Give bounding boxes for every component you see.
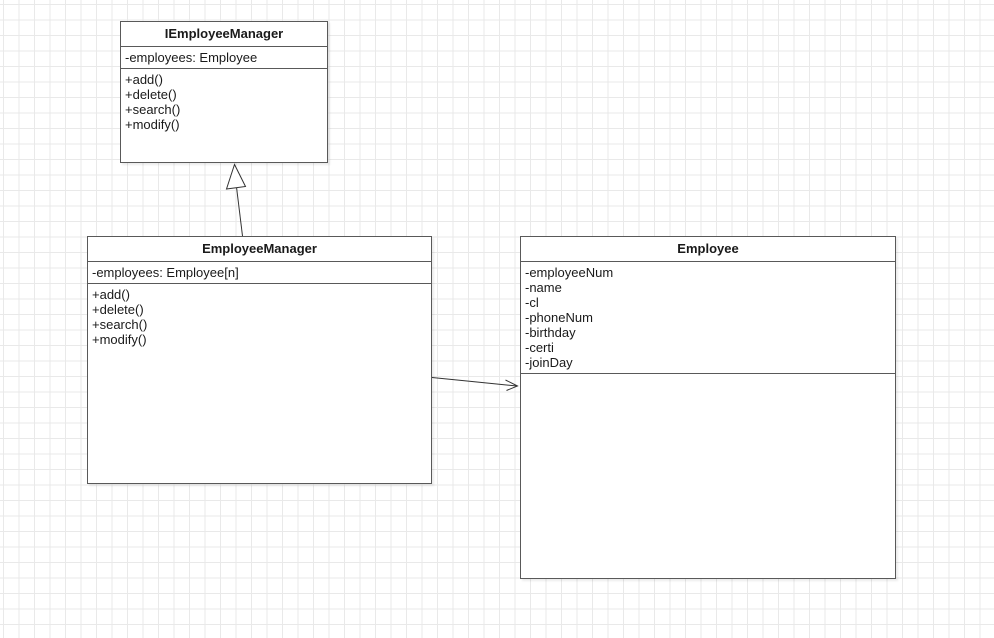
class-name: IEmployeeManager <box>121 22 327 47</box>
attribute-row: -employees: Employee[n] <box>92 265 239 280</box>
hollow-triangle-arrowhead-icon <box>225 163 247 190</box>
class-name: Employee <box>521 237 895 262</box>
class-name: EmployeeManager <box>88 237 431 262</box>
association-edge[interactable] <box>431 377 519 391</box>
class-box-iemployeemanager[interactable]: IEmployeeManager -employees: Employee +a… <box>120 21 328 163</box>
method-row: +search() <box>125 102 181 117</box>
attribute-row: -cl <box>525 295 539 310</box>
association-edge-line[interactable] <box>431 377 518 387</box>
method-row: +search() <box>92 317 148 332</box>
attribute-row: -certi <box>525 340 554 355</box>
methods-compartment: +add() +delete() +search() +modify() <box>88 284 431 483</box>
attribute-row: -joinDay <box>525 355 573 370</box>
attribute-row: -birthday <box>525 325 576 340</box>
method-row: +add() <box>92 287 130 302</box>
method-row: +modify() <box>125 117 180 132</box>
methods-compartment: +add() +delete() +search() +modify() <box>121 69 327 162</box>
attribute-row: -phoneNum <box>525 310 593 325</box>
method-row: +add() <box>125 72 163 87</box>
attribute-row: -name <box>525 280 562 295</box>
attribute-row: -employeeNum <box>525 265 614 280</box>
open-arrowhead-icon <box>505 379 519 391</box>
attributes-compartment: -employees: Employee[n] <box>88 262 431 284</box>
class-box-employee[interactable]: Employee -employeeNum -name -cl -phoneNu… <box>520 236 896 579</box>
attribute-row: -employees: Employee <box>125 50 258 65</box>
generalization-edge[interactable] <box>225 163 247 237</box>
method-row: +modify() <box>92 332 147 347</box>
class-box-employeemanager[interactable]: EmployeeManager -employees: Employee[n] … <box>87 236 432 484</box>
attributes-compartment: -employees: Employee <box>121 47 327 69</box>
method-row: +delete() <box>125 87 177 102</box>
attributes-compartment: -employeeNum -name -cl -phoneNum -birthd… <box>521 262 895 374</box>
generalization-edge-line[interactable] <box>236 186 243 237</box>
methods-compartment <box>521 374 895 578</box>
method-row: +delete() <box>92 302 144 317</box>
